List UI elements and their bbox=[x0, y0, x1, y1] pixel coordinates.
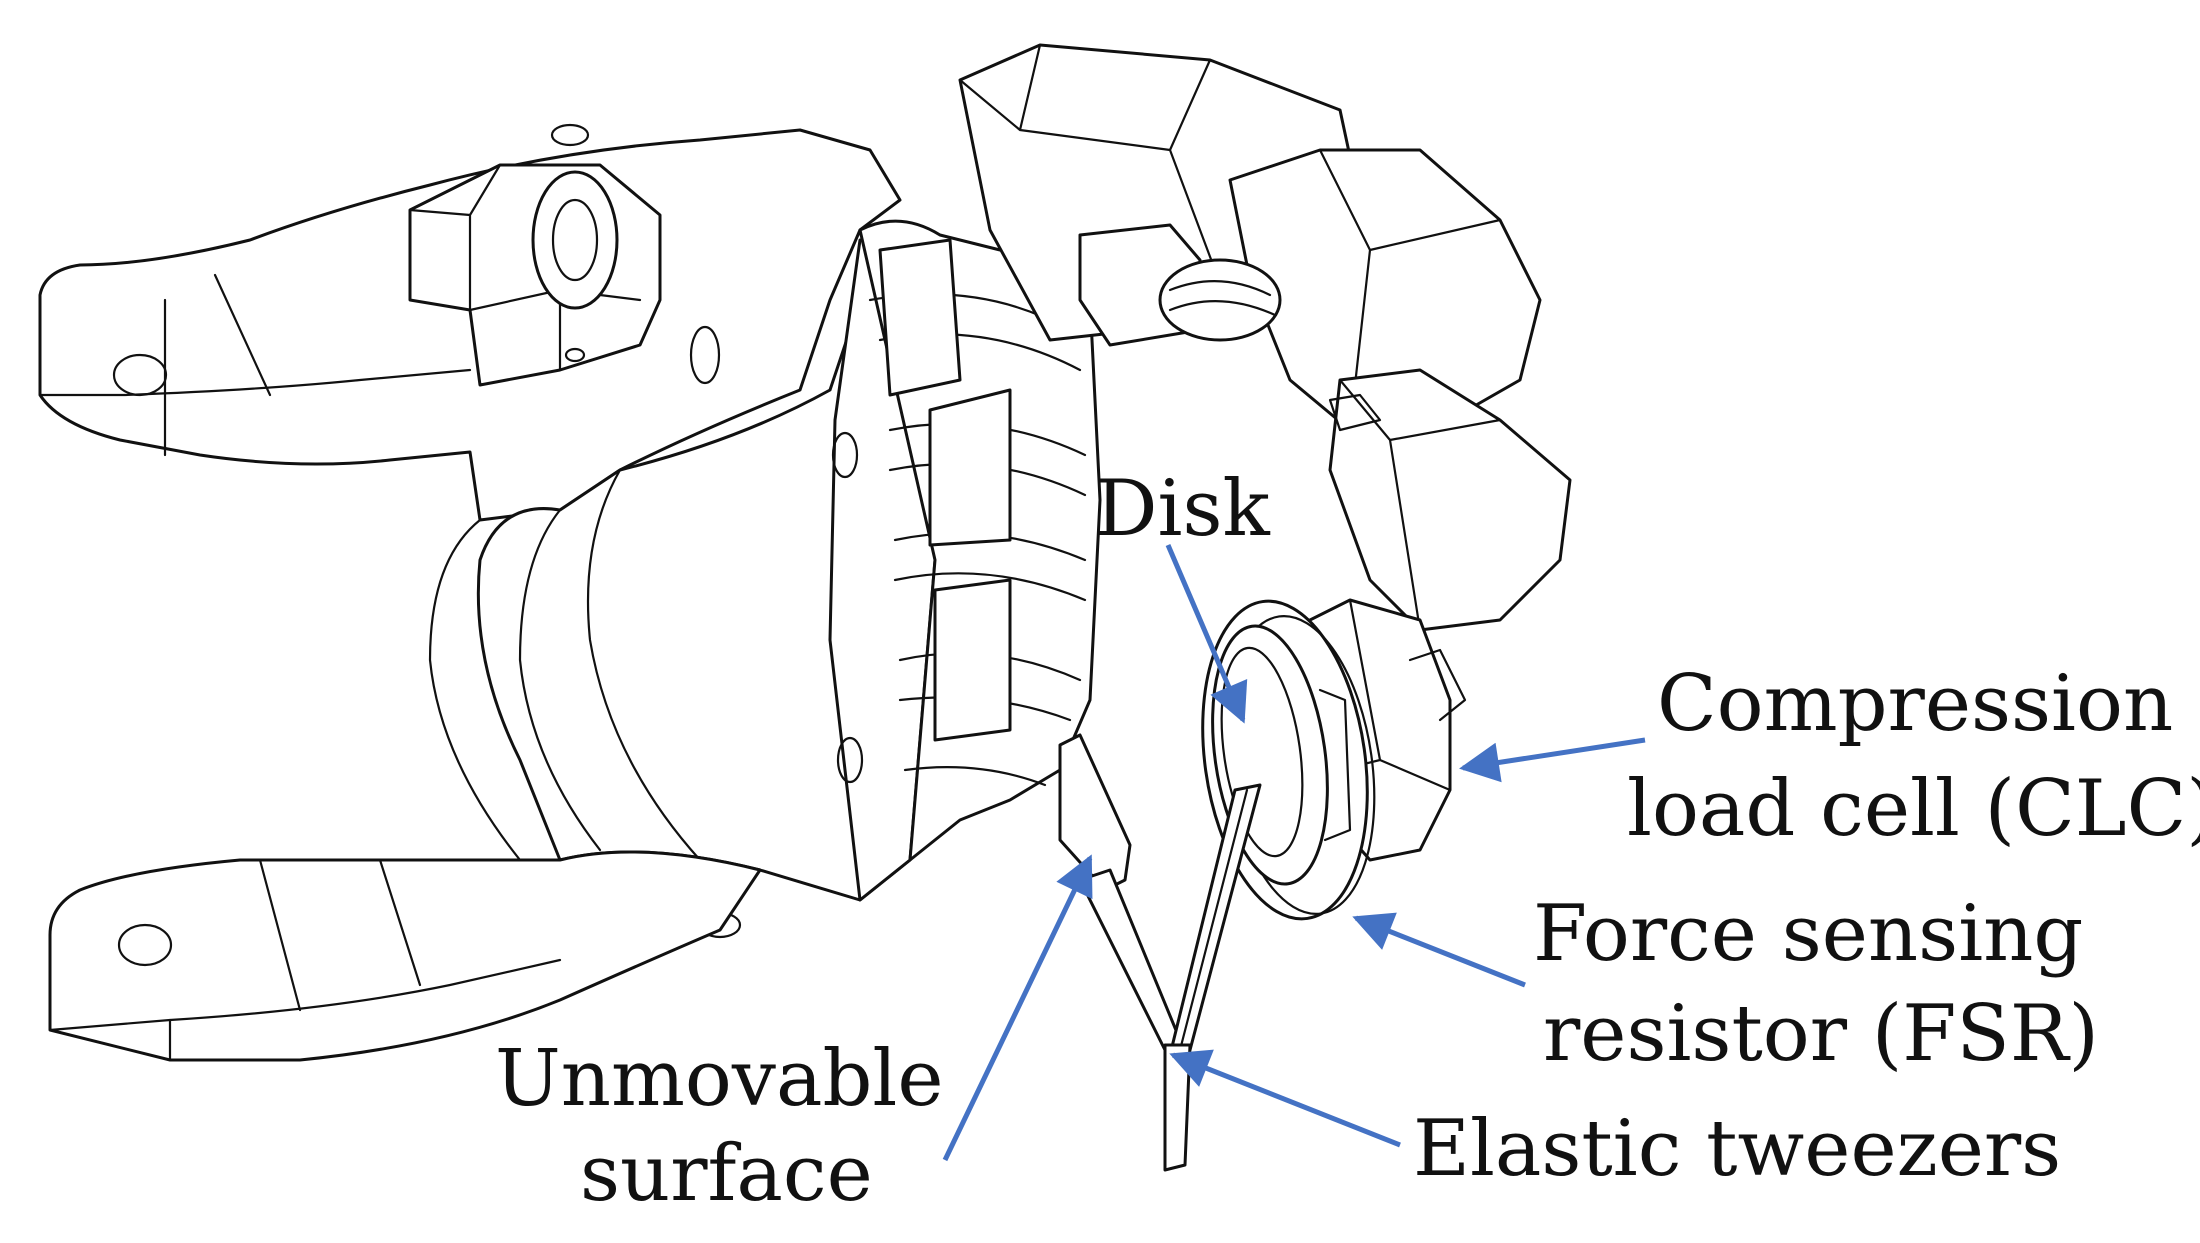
label-clc-line2: load cell (CLC) bbox=[1627, 764, 2200, 854]
finger-joint-rings bbox=[1168, 280, 1277, 317]
hand-frame bbox=[38, 123, 942, 1062]
finger-joint-roll bbox=[1158, 258, 1282, 342]
arrow-clc bbox=[1459, 737, 1646, 783]
arrow-fsr bbox=[1352, 912, 1526, 988]
pivot-bore bbox=[551, 198, 599, 282]
tweezers-right-arm-inner bbox=[1178, 788, 1249, 1052]
joint-coils bbox=[858, 219, 1102, 862]
finger bbox=[958, 43, 1572, 632]
lower-arm-edge bbox=[48, 958, 562, 1032]
lower-palm-arm bbox=[48, 850, 762, 1062]
palm-hole-3 bbox=[689, 325, 721, 385]
arrow-disk bbox=[1165, 544, 1248, 724]
label-disk: Disk bbox=[1095, 464, 1271, 554]
disk-face bbox=[1220, 646, 1304, 858]
tweezers-right-arm bbox=[1168, 783, 1262, 1057]
label-tweezers: Elastic tweezers bbox=[1413, 1104, 2061, 1194]
palm-hole-1 bbox=[550, 123, 590, 147]
load-cell-cable bbox=[1408, 648, 1467, 722]
coil-tooth-2 bbox=[933, 578, 1012, 742]
unmovable-surface-plate bbox=[1058, 733, 1132, 892]
finger-distal bbox=[1328, 368, 1572, 632]
arrow-unmovable bbox=[942, 854, 1093, 1162]
coil-ring-6 bbox=[893, 572, 1087, 602]
finger-distal-edge bbox=[1338, 378, 1502, 632]
coil-tooth-3 bbox=[878, 238, 962, 397]
labels: Disk Compression load cell (CLC) Force s… bbox=[495, 464, 2200, 1219]
finger-middle bbox=[1228, 148, 1542, 432]
upper-arm-seam-2 bbox=[213, 273, 272, 397]
tweezers-left-arm bbox=[1078, 868, 1182, 1062]
coil-tooth-1 bbox=[928, 388, 1012, 547]
label-fsr-line2: resistor (FSR) bbox=[1543, 989, 2099, 1079]
mounting-hole-lower bbox=[117, 923, 173, 967]
side-hole-1 bbox=[831, 431, 859, 479]
palm-inner-curve-2 bbox=[586, 468, 702, 862]
mounting-hole-upper bbox=[112, 353, 168, 397]
palm-inner-curve bbox=[428, 508, 602, 862]
disk-stem bbox=[1318, 688, 1352, 842]
label-fsr-line1: Force sensing bbox=[1533, 889, 2083, 979]
arrow-tweezers bbox=[1169, 1049, 1401, 1148]
pivot-bushing bbox=[531, 170, 619, 310]
bracket-top bbox=[408, 163, 502, 312]
label-unmovable-line1: Unmovable bbox=[495, 1034, 944, 1124]
lower-arm-seam bbox=[168, 858, 422, 1062]
tweezers-tip bbox=[1163, 1043, 1192, 1172]
label-clc-line1: Compression bbox=[1657, 659, 2173, 749]
side-hole-2 bbox=[836, 736, 864, 784]
label-unmovable-line2: surface bbox=[580, 1129, 873, 1219]
leader-arrows bbox=[942, 544, 1646, 1162]
finger-distal-notch bbox=[1328, 393, 1382, 432]
coil-ring-9 bbox=[903, 766, 1047, 787]
palm-hole-2 bbox=[564, 347, 586, 363]
upper-palm-arm bbox=[38, 128, 902, 522]
